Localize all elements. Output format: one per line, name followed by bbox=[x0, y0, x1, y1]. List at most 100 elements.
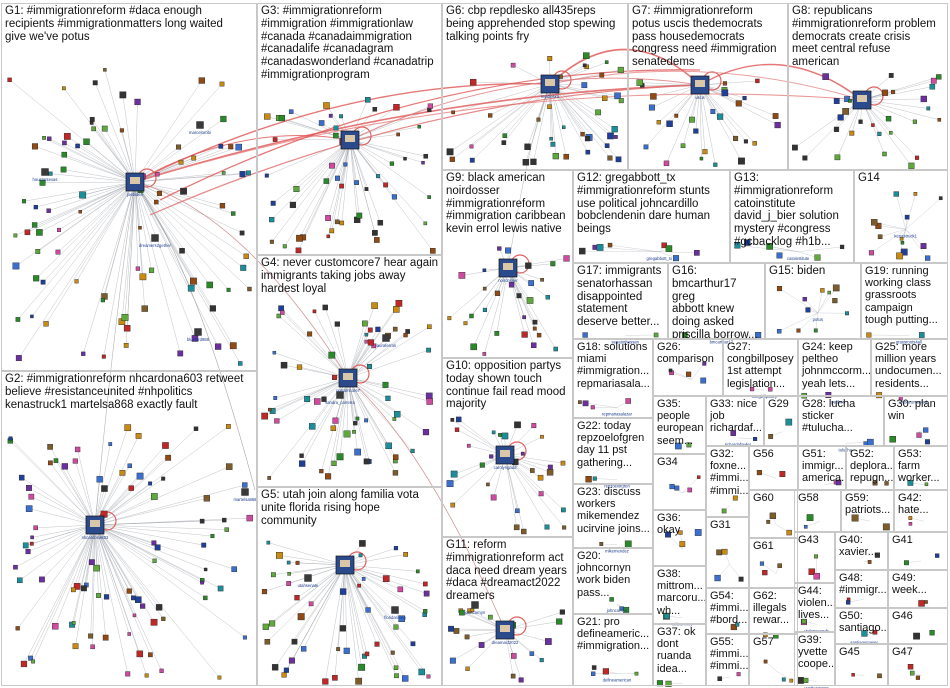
user-node[interactable] bbox=[135, 266, 140, 271]
user-node[interactable] bbox=[353, 421, 358, 426]
user-node[interactable] bbox=[721, 508, 727, 514]
user-node[interactable] bbox=[60, 166, 67, 173]
named-user-node[interactable] bbox=[336, 391, 344, 399]
user-node[interactable] bbox=[36, 229, 43, 236]
user-node[interactable] bbox=[918, 332, 925, 338]
user-node[interactable] bbox=[531, 423, 537, 429]
user-node[interactable] bbox=[410, 641, 416, 647]
user-node[interactable] bbox=[410, 448, 415, 454]
user-node[interactable] bbox=[755, 78, 760, 84]
user-node[interactable] bbox=[730, 623, 737, 631]
user-node[interactable] bbox=[924, 482, 929, 487]
user-node[interactable] bbox=[592, 476, 597, 481]
user-node[interactable] bbox=[502, 133, 508, 138]
user-node[interactable] bbox=[454, 427, 460, 432]
user-node[interactable] bbox=[354, 448, 361, 456]
user-node[interactable] bbox=[663, 160, 670, 167]
user-node[interactable] bbox=[833, 126, 840, 132]
user-node[interactable] bbox=[264, 173, 269, 178]
user-node[interactable] bbox=[756, 470, 762, 476]
user-node[interactable] bbox=[296, 234, 303, 242]
user-node[interactable] bbox=[139, 273, 147, 281]
user-node[interactable] bbox=[281, 672, 287, 678]
user-node[interactable] bbox=[219, 203, 226, 209]
user-node[interactable] bbox=[134, 98, 141, 106]
user-node[interactable] bbox=[309, 423, 316, 430]
user-node[interactable] bbox=[375, 326, 381, 332]
user-node[interactable] bbox=[243, 253, 249, 259]
user-node[interactable] bbox=[501, 140, 507, 145]
user-node[interactable] bbox=[458, 272, 466, 279]
user-node[interactable] bbox=[607, 132, 614, 140]
user-node[interactable] bbox=[549, 136, 553, 141]
user-node[interactable] bbox=[324, 473, 332, 480]
user-node[interactable] bbox=[286, 581, 292, 586]
user-node[interactable] bbox=[776, 328, 782, 334]
user-node[interactable] bbox=[382, 575, 390, 582]
user-node[interactable] bbox=[768, 387, 773, 392]
user-node[interactable] bbox=[334, 321, 340, 327]
user-node[interactable] bbox=[177, 350, 184, 357]
user-node[interactable] bbox=[289, 201, 297, 209]
user-node[interactable] bbox=[694, 529, 702, 536]
user-node[interactable] bbox=[367, 327, 373, 333]
user-node[interactable] bbox=[101, 354, 106, 359]
user-node[interactable] bbox=[546, 469, 554, 476]
user-node[interactable] bbox=[926, 106, 931, 111]
user-node[interactable] bbox=[693, 128, 699, 134]
user-node[interactable] bbox=[203, 567, 208, 572]
user-node[interactable] bbox=[529, 468, 535, 473]
user-node[interactable] bbox=[580, 131, 585, 137]
user-node[interactable] bbox=[417, 124, 421, 129]
user-node[interactable] bbox=[159, 668, 164, 673]
user-node[interactable] bbox=[858, 119, 863, 124]
user-node[interactable] bbox=[845, 600, 851, 605]
user-node[interactable] bbox=[721, 89, 729, 97]
user-node[interactable] bbox=[231, 211, 236, 216]
user-node[interactable] bbox=[653, 332, 659, 338]
user-node[interactable] bbox=[868, 250, 874, 256]
user-node[interactable] bbox=[92, 80, 98, 86]
user-node[interactable] bbox=[666, 120, 673, 127]
user-node[interactable] bbox=[427, 324, 432, 330]
user-node[interactable] bbox=[449, 657, 456, 664]
user-node[interactable] bbox=[138, 226, 142, 230]
user-node[interactable] bbox=[339, 625, 346, 632]
user-node[interactable] bbox=[389, 161, 395, 166]
user-node[interactable] bbox=[178, 159, 184, 165]
user-node[interactable] bbox=[743, 139, 748, 144]
user-node[interactable] bbox=[713, 162, 718, 167]
user-node[interactable] bbox=[766, 519, 771, 524]
user-node[interactable] bbox=[634, 671, 639, 676]
user-node[interactable] bbox=[717, 113, 724, 120]
user-node[interactable] bbox=[193, 426, 199, 431]
user-node[interactable] bbox=[913, 192, 918, 196]
user-node[interactable] bbox=[119, 128, 124, 133]
user-node[interactable] bbox=[165, 454, 172, 461]
user-node[interactable] bbox=[198, 77, 205, 84]
user-node[interactable] bbox=[772, 113, 779, 119]
user-node[interactable] bbox=[768, 434, 774, 439]
user-node[interactable] bbox=[53, 458, 59, 463]
user-node[interactable] bbox=[516, 293, 522, 299]
user-node[interactable] bbox=[599, 72, 605, 78]
user-node[interactable] bbox=[422, 428, 430, 436]
user-node[interactable] bbox=[489, 454, 494, 459]
user-node[interactable] bbox=[47, 136, 52, 141]
user-node[interactable] bbox=[680, 143, 686, 149]
user-node[interactable] bbox=[90, 644, 95, 650]
user-node[interactable] bbox=[447, 316, 452, 321]
user-node[interactable] bbox=[867, 560, 872, 564]
user-node[interactable] bbox=[322, 678, 329, 685]
user-node[interactable] bbox=[802, 297, 807, 302]
user-node[interactable] bbox=[242, 482, 248, 488]
user-node[interactable] bbox=[881, 89, 889, 96]
user-node[interactable] bbox=[25, 549, 31, 555]
user-node[interactable] bbox=[293, 185, 300, 192]
user-node[interactable] bbox=[141, 305, 148, 312]
user-node[interactable] bbox=[336, 453, 344, 461]
user-node[interactable] bbox=[562, 525, 567, 530]
user-node[interactable] bbox=[339, 220, 345, 226]
user-node[interactable] bbox=[372, 229, 378, 236]
user-node[interactable] bbox=[802, 155, 808, 161]
